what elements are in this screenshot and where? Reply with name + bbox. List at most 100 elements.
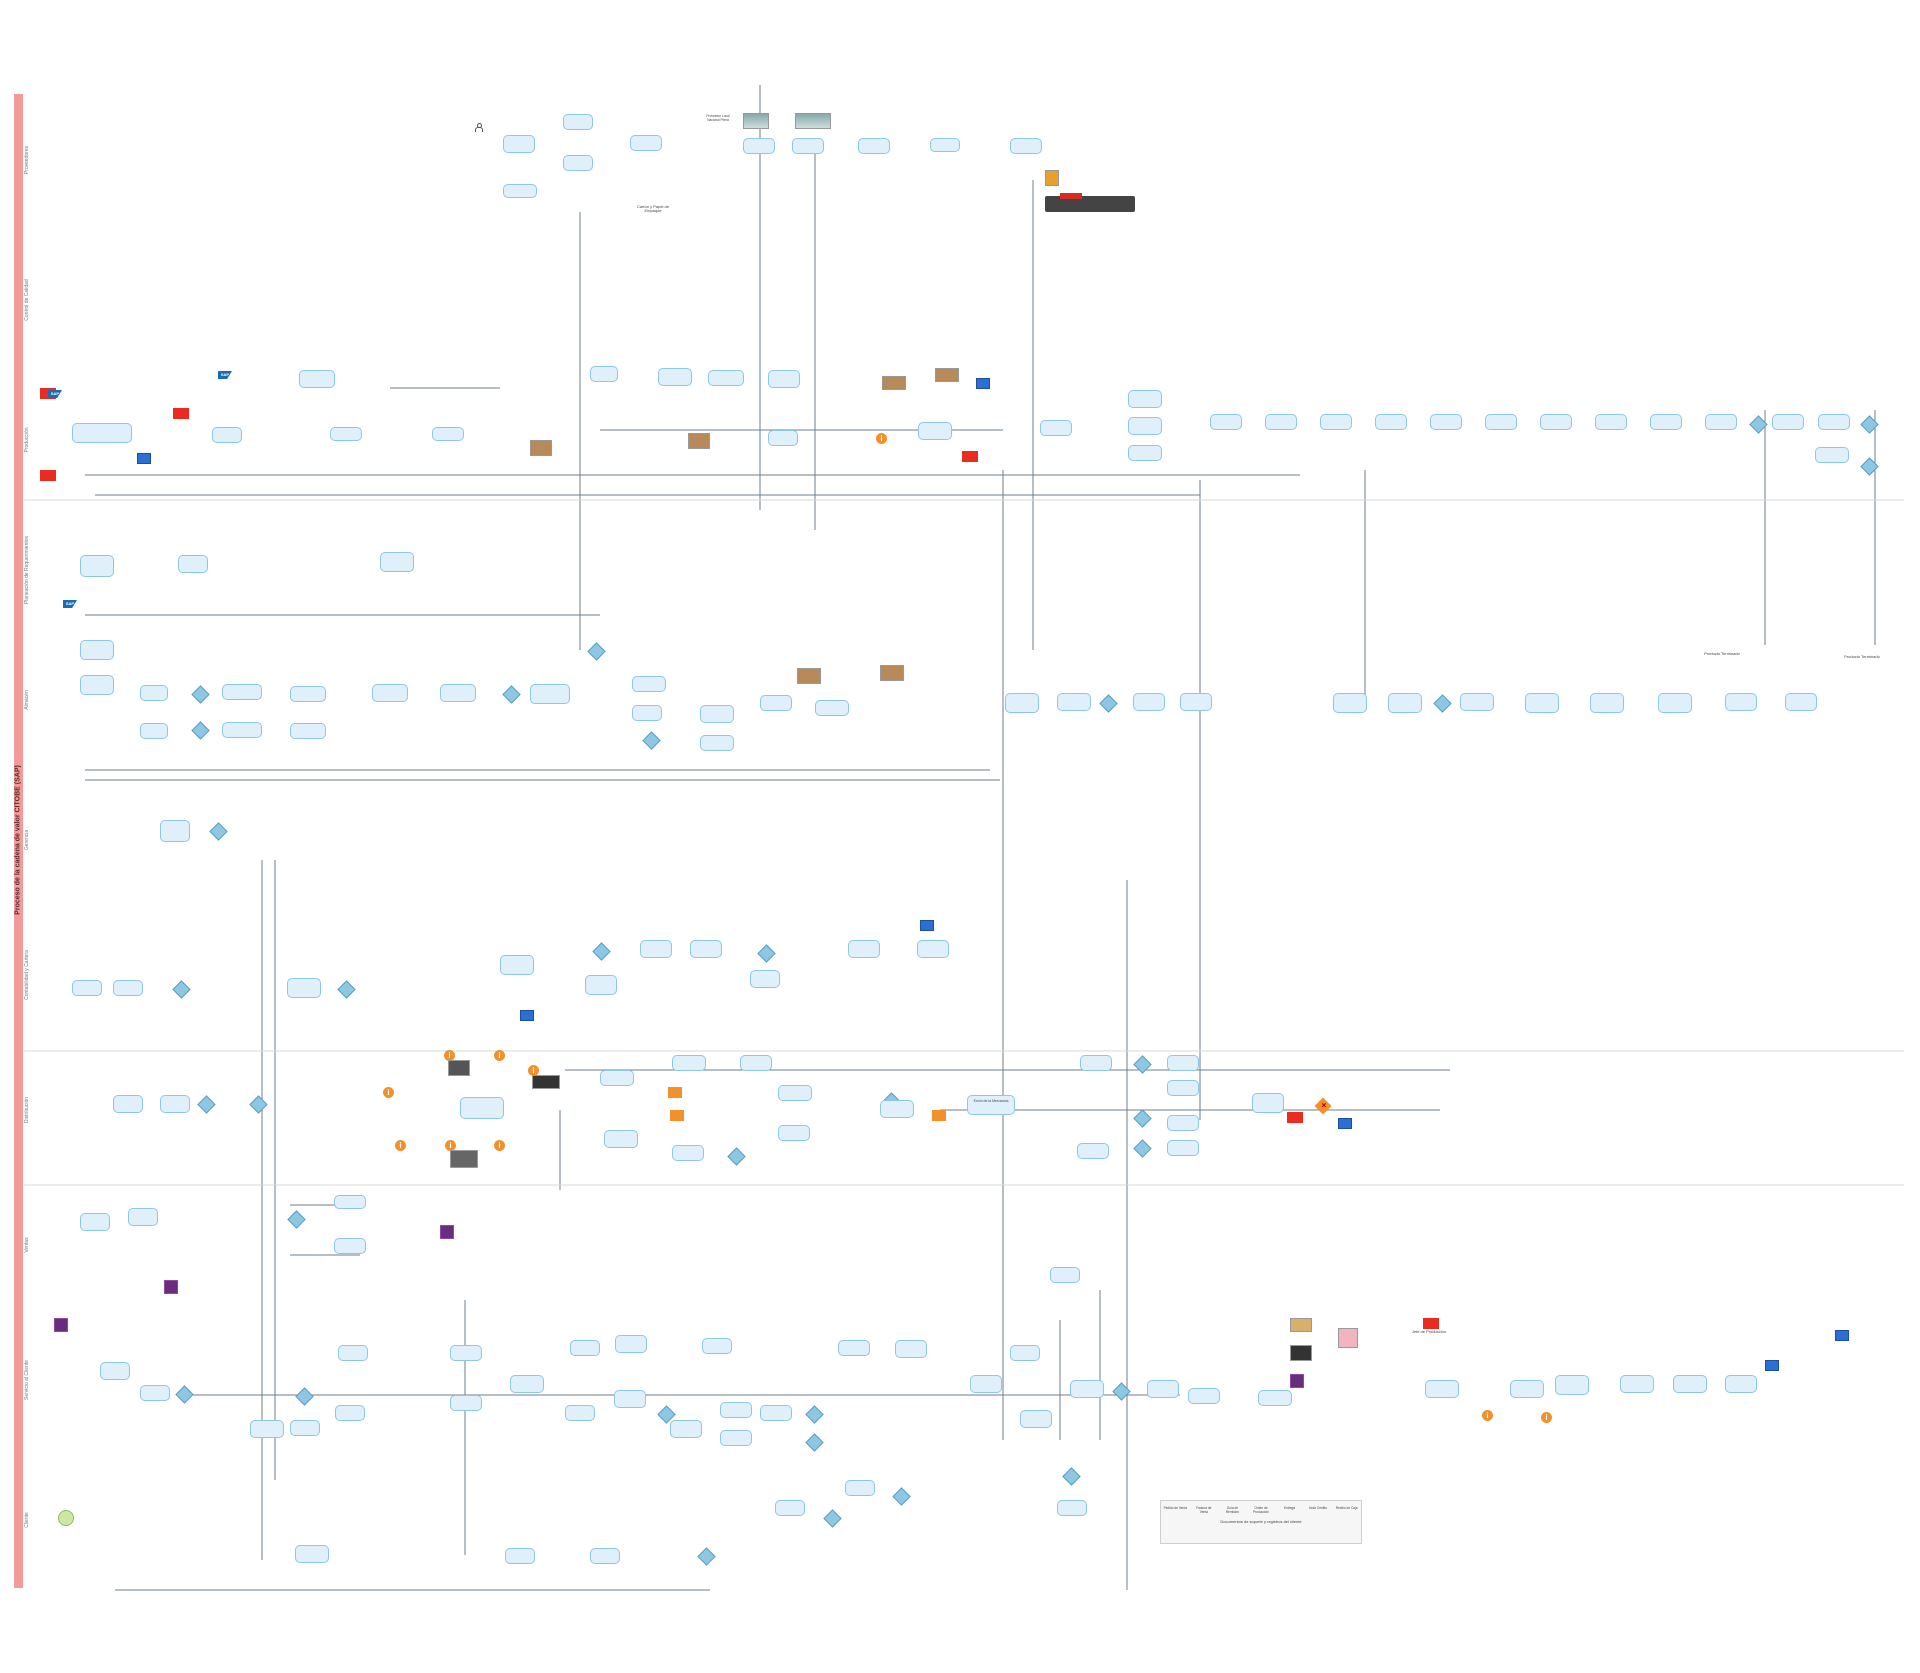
task-node[interactable] — [1540, 414, 1572, 430]
task-node[interactable] — [1128, 417, 1162, 435]
task-node[interactable] — [750, 970, 780, 988]
task-node[interactable] — [1258, 1390, 1292, 1406]
task-node[interactable] — [768, 430, 798, 446]
task-node[interactable] — [1555, 1375, 1589, 1395]
task-node[interactable] — [1705, 414, 1737, 430]
task-node[interactable] — [838, 1340, 870, 1356]
task-node[interactable] — [1388, 693, 1422, 713]
task-node[interactable] — [1128, 445, 1162, 461]
task-node[interactable] — [295, 1545, 329, 1563]
task-node[interactable] — [1785, 693, 1817, 711]
task-node[interactable] — [1525, 693, 1559, 713]
task-node[interactable] — [1333, 693, 1367, 713]
task-node[interactable] — [113, 1095, 143, 1113]
task-node[interactable] — [1057, 693, 1091, 711]
task-node[interactable] — [1485, 414, 1517, 430]
task-node[interactable] — [113, 980, 143, 996]
task-node[interactable] — [1725, 1375, 1757, 1393]
task-node[interactable] — [530, 684, 570, 704]
task-node[interactable] — [503, 135, 535, 153]
task-node[interactable] — [140, 685, 168, 701]
task-node[interactable] — [440, 684, 476, 702]
task-node[interactable] — [330, 427, 362, 441]
task-node[interactable] — [604, 1130, 638, 1148]
task-node[interactable] — [590, 366, 618, 382]
task-node[interactable] — [768, 370, 800, 388]
start-event-icon[interactable] — [58, 1510, 74, 1526]
task-node[interactable] — [140, 1385, 170, 1401]
task-node[interactable] — [212, 427, 242, 443]
task-node[interactable] — [432, 427, 464, 441]
task-node[interactable] — [672, 1145, 704, 1161]
task-node[interactable] — [702, 1338, 732, 1354]
task-node[interactable] — [1167, 1140, 1199, 1156]
task-node[interactable] — [505, 1548, 535, 1564]
task-node[interactable] — [72, 980, 102, 996]
task-node[interactable] — [1010, 138, 1042, 154]
task-node[interactable] — [290, 723, 326, 739]
task-node[interactable] — [1252, 1093, 1284, 1113]
task-node[interactable] — [500, 955, 534, 975]
task-node[interactable] — [1772, 414, 1804, 430]
task-node[interactable] — [250, 1420, 284, 1438]
task-node[interactable] — [160, 1095, 190, 1113]
task-node[interactable] — [334, 1195, 366, 1209]
task-node[interactable] — [178, 555, 208, 573]
task-node[interactable] — [614, 1390, 646, 1408]
task-node[interactable] — [1057, 1500, 1087, 1516]
task-node[interactable] — [615, 1335, 647, 1353]
task-node[interactable] — [1050, 1267, 1080, 1283]
task-node[interactable] — [1595, 414, 1627, 430]
task-node[interactable] — [930, 138, 960, 152]
task-node[interactable] — [1510, 1380, 1544, 1398]
task-node[interactable] — [815, 700, 849, 716]
task-node[interactable] — [590, 1548, 620, 1564]
task-node[interactable] — [1188, 1388, 1220, 1404]
task-node[interactable] — [880, 1100, 914, 1118]
task-node[interactable] — [222, 722, 262, 738]
task-node[interactable] — [510, 1375, 544, 1393]
task-node[interactable] — [630, 135, 662, 151]
task-node[interactable] — [918, 422, 952, 440]
task-node[interactable] — [632, 705, 662, 721]
task-node[interactable] — [1080, 1055, 1112, 1071]
task-node[interactable] — [565, 1405, 595, 1421]
task-node[interactable] — [287, 978, 321, 998]
task-node[interactable] — [372, 684, 408, 702]
task-node[interactable] — [80, 1213, 110, 1231]
task-node[interactable] — [585, 975, 617, 995]
task-node[interactable] — [1167, 1055, 1199, 1071]
task-node[interactable] — [1650, 414, 1682, 430]
task-node[interactable] — [760, 1405, 792, 1421]
task-node[interactable] — [1425, 1380, 1459, 1398]
task-node[interactable] — [640, 940, 672, 958]
task-node[interactable] — [858, 138, 890, 154]
task-node[interactable] — [760, 695, 792, 711]
task-node[interactable] — [460, 1097, 504, 1119]
task-node[interactable] — [1430, 414, 1462, 430]
task-node[interactable] — [335, 1405, 365, 1421]
task-node[interactable] — [740, 1055, 772, 1071]
task-node[interactable] — [450, 1395, 482, 1411]
task-node[interactable] — [1375, 414, 1407, 430]
task-node[interactable] — [450, 1345, 482, 1361]
task-node[interactable] — [778, 1085, 812, 1101]
task-node[interactable] — [658, 368, 692, 386]
task-node[interactable] — [970, 1375, 1002, 1393]
task-node[interactable] — [1320, 414, 1352, 430]
task-node[interactable] — [917, 940, 949, 958]
task-node[interactable] — [1070, 1380, 1104, 1398]
task-node[interactable] — [1040, 420, 1072, 436]
task-node[interactable] — [700, 735, 734, 751]
task-node[interactable] — [690, 940, 722, 958]
task-node[interactable] — [1005, 693, 1039, 713]
task-node[interactable] — [708, 370, 744, 386]
task-node[interactable] — [967, 1095, 1015, 1115]
task-node[interactable] — [1077, 1143, 1109, 1159]
task-node[interactable] — [128, 1208, 158, 1226]
task-node[interactable] — [334, 1238, 366, 1254]
task-node[interactable] — [895, 1340, 927, 1358]
task-node[interactable] — [1673, 1375, 1707, 1393]
task-node[interactable] — [290, 1420, 320, 1436]
task-node[interactable] — [1265, 414, 1297, 430]
